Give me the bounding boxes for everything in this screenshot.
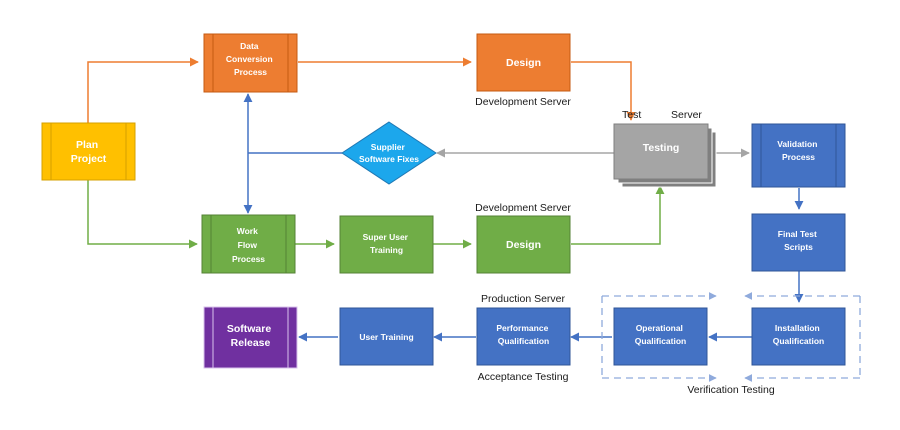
svg-text:Software Release: Software Release: [227, 323, 274, 349]
node-supplier-fixes-line2: Software Fixes: [359, 154, 419, 164]
node-plan-project[interactable]: Plan Project: [41, 122, 136, 181]
caption-test: Test: [622, 109, 641, 121]
svg-text:Installation Qualificati: Installation Qualification: [773, 323, 824, 346]
node-operational-line1: Operational: [636, 323, 683, 333]
node-plan-project-line1: Plan: [76, 139, 98, 151]
node-design-top[interactable]: Design: [476, 33, 571, 92]
node-user-training[interactable]: User Training: [339, 307, 434, 366]
edge-design-to-testing: [571, 61, 636, 121]
svg-text:Super User Training: Super User Training: [363, 232, 411, 255]
caption-server: Server: [671, 109, 702, 121]
svg-text:Validation Process: Validation Process: [777, 139, 820, 162]
node-design-top-label: Design: [506, 57, 541, 69]
node-testing[interactable]: Testing: [613, 123, 717, 188]
node-work-flow-line3: Process: [232, 254, 265, 264]
node-final-test-line2: Scripts: [784, 242, 813, 252]
svg-text:Plan Project: Plan Project: [71, 139, 107, 165]
node-design-bottom[interactable]: Design: [476, 215, 571, 274]
svg-text:Performance Qualificatio: Performance Qualification: [496, 323, 550, 346]
node-software-release[interactable]: Software Release: [203, 306, 298, 369]
node-super-user-line1: Super User: [363, 232, 409, 242]
node-user-training-label: User Training: [359, 332, 413, 342]
node-installation-line2: Qualification: [773, 336, 824, 346]
node-operational-line2: Qualification: [635, 336, 686, 346]
node-validation[interactable]: Validation Process: [751, 123, 846, 188]
node-work-flow[interactable]: Work Flow Process: [201, 214, 296, 274]
node-work-flow-line1: Work: [237, 226, 258, 236]
connectors: [87, 57, 804, 342]
node-data-conversion-line3: Process: [234, 67, 267, 77]
node-plan-project-line2: Project: [71, 153, 107, 165]
node-software-release-line2: Release: [231, 337, 271, 349]
node-supplier-fixes[interactable]: Supplier Software Fixes: [341, 121, 437, 185]
node-super-user[interactable]: Super User Training: [339, 215, 434, 274]
svg-text:Supplier Software Fixes: Supplier Software Fixes: [359, 142, 419, 164]
node-installation[interactable]: Installation Qualification: [751, 307, 846, 366]
svg-text:Work Flow Process: Work Flow Process: [232, 226, 265, 264]
node-design-bottom-label: Design: [506, 239, 541, 251]
node-final-test[interactable]: Final Test Scripts: [751, 213, 846, 272]
node-software-release-line1: Software: [227, 323, 272, 335]
node-operational[interactable]: Operational Qualification: [613, 307, 708, 366]
node-performance-line1: Performance: [496, 323, 548, 333]
node-data-conversion[interactable]: Data Conversion Process: [203, 33, 298, 93]
node-supplier-fixes-line1: Supplier: [371, 142, 406, 152]
edge-plan-to-workflow: [87, 180, 198, 249]
verification-frame: [601, 292, 861, 382]
caption-production-server: Production Server: [481, 293, 566, 305]
node-performance[interactable]: Performance Qualification: [476, 307, 571, 366]
caption-dev-server-bottom: Development Server: [475, 202, 571, 214]
svg-text:Operational Qualificatio: Operational Qualification: [635, 323, 686, 346]
node-super-user-line2: Training: [370, 245, 403, 255]
node-data-conversion-line2: Conversion: [226, 54, 273, 64]
svg-text:Final Test Scripts: Final Test Scripts: [778, 229, 819, 252]
edge-plan-to-dataconversion: [87, 57, 199, 123]
node-testing-label: Testing: [643, 142, 680, 154]
caption-dev-server-top: Development Server: [475, 96, 571, 108]
svg-text:Data Conversion Pr: Data Conversion Process: [226, 41, 275, 77]
node-data-conversion-line1: Data: [240, 41, 259, 51]
caption-acceptance-testing: Acceptance Testing: [478, 371, 569, 383]
node-performance-line2: Qualification: [498, 336, 549, 346]
node-validation-line2: Process: [782, 152, 815, 162]
node-validation-line1: Validation: [777, 139, 817, 149]
edge-design-to-testing-bottom: [571, 185, 665, 245]
node-work-flow-line2: Flow: [238, 240, 258, 250]
node-final-test-line1: Final Test: [778, 229, 817, 239]
node-installation-line1: Installation: [775, 323, 820, 333]
caption-verification-testing: Verification Testing: [687, 384, 775, 396]
